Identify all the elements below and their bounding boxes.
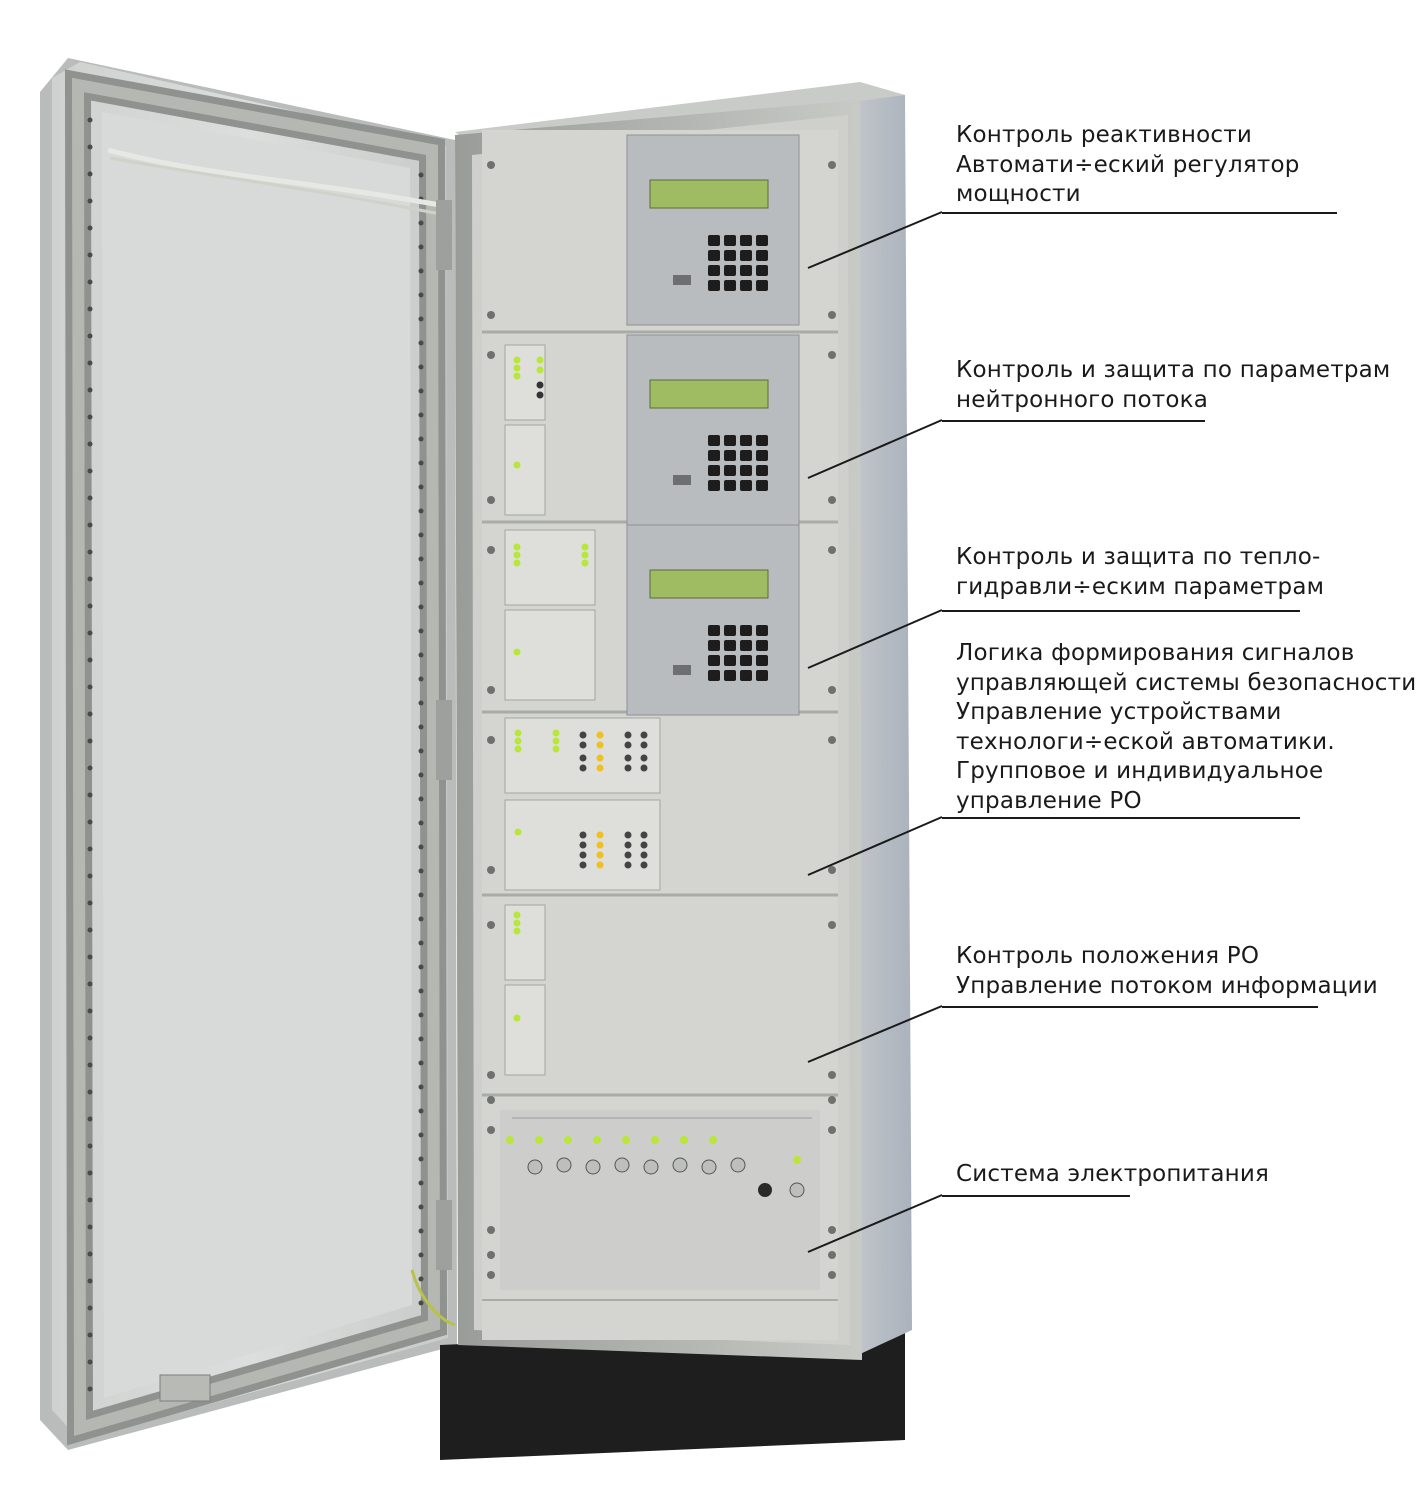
leader-line-4 xyxy=(807,816,943,876)
label-line: Контроль положения РО xyxy=(956,943,1260,969)
label-line: технологи÷еской автоматики. xyxy=(956,728,1335,755)
label-line: Контроль и защита по тепло- xyxy=(956,544,1321,570)
cabinet-door xyxy=(40,58,457,1450)
control-display-modules xyxy=(626,134,800,716)
label-line: нейтронного потока xyxy=(956,386,1208,413)
label-line: Контроль реактивности xyxy=(956,122,1253,148)
label-line: управление РО xyxy=(956,787,1142,814)
label-line: Контроль и защита по параметрам xyxy=(956,357,1391,383)
leader-lines xyxy=(807,211,1337,1253)
label-line: Автомати÷еский регулятор xyxy=(956,151,1300,178)
label-line: гидравли÷еским параметрам xyxy=(956,573,1325,600)
label-thermohydraulic: Контроль и защита по тепло- гидравли÷еск… xyxy=(956,543,1324,602)
label-line: управляющей системы безопасности. xyxy=(956,669,1417,696)
label-reactivity-control: Контроль реактивности Автомати÷еский рег… xyxy=(956,121,1300,210)
power-panel xyxy=(500,1110,820,1290)
leader-line-3 xyxy=(807,609,943,669)
panel-screws xyxy=(487,161,836,1279)
label-line: мощности xyxy=(956,181,1081,207)
label-neutron-flux: Контроль и защита по параметрам нейтронн… xyxy=(956,356,1390,415)
cabinet-plinth xyxy=(440,1325,905,1460)
label-line: Управление устройствами xyxy=(956,699,1282,725)
label-line: Логика формирования сигналов xyxy=(956,640,1355,666)
label-line: Система электропитания xyxy=(956,1161,1270,1187)
label-line: Управление потоком информации xyxy=(956,972,1378,999)
leader-line-1 xyxy=(807,211,943,269)
door-rail-perforation xyxy=(87,117,424,1392)
label-power-supply: Система электропитания xyxy=(956,1160,1269,1190)
label-rod-position: Контроль положения РО Управление потоком… xyxy=(956,942,1378,1001)
indicator-cards xyxy=(504,344,661,1076)
leader-line-6 xyxy=(807,1194,943,1253)
label-safety-logic: Логика формирования сигналов управляющей… xyxy=(956,639,1417,816)
leader-line-5 xyxy=(807,1005,943,1063)
label-line: Групповое и индивидуальное xyxy=(956,758,1324,784)
leader-line-2 xyxy=(807,419,943,479)
